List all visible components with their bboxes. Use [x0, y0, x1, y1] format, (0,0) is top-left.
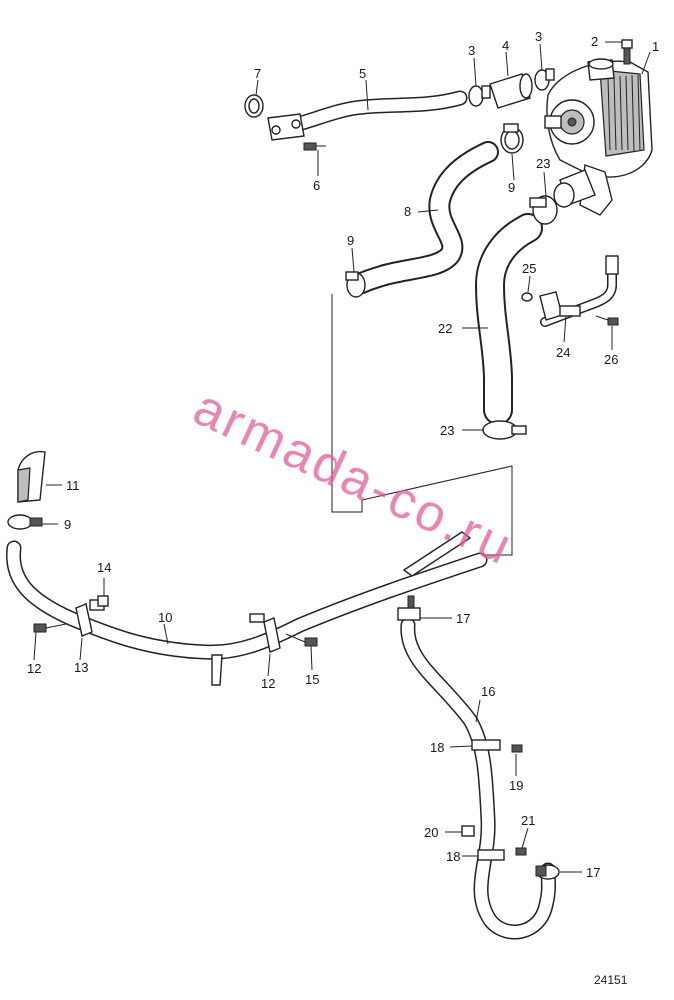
callout-16: 16: [481, 684, 495, 699]
clamp-17b: [535, 864, 560, 880]
callout-20: 20: [424, 825, 438, 840]
callout-22: 22: [438, 321, 452, 336]
leader-frame: [331, 294, 513, 556]
washer-25: [521, 292, 533, 302]
callout-2: 2: [591, 34, 598, 49]
callout-3a: 3: [468, 43, 475, 58]
bolt-12a: [33, 623, 67, 633]
callout-23a: 23: [536, 156, 550, 171]
clamp-18a: [471, 739, 501, 751]
clamp-9a: [500, 123, 524, 154]
callout-17b: 17: [586, 865, 600, 880]
callout-13: 13: [74, 660, 88, 675]
callout-3b: 3: [535, 29, 542, 44]
bolt-26: [595, 315, 619, 326]
callout-23b: 23: [440, 423, 454, 438]
callout-18b: 18: [446, 849, 460, 864]
hose-22: [475, 213, 543, 425]
callout-8: 8: [404, 204, 411, 219]
callout-10: 10: [158, 610, 172, 625]
tailpipe-11: [17, 450, 46, 503]
clamp-3b: [534, 68, 555, 91]
callout-5: 5: [359, 66, 366, 81]
hose-5: [275, 90, 468, 136]
bolt-6: [303, 142, 326, 151]
watermark: armada-co.ru: [185, 378, 522, 576]
bolt-2: [621, 39, 633, 65]
figure-number: 24151: [594, 973, 628, 987]
compressor-1: [544, 58, 653, 216]
nut-14: [97, 595, 109, 607]
hose-16: [400, 617, 556, 940]
callout-17a: 17: [456, 611, 470, 626]
callout-12b: 12: [261, 676, 275, 691]
pipe-24: [539, 255, 619, 327]
callout-21: 21: [521, 813, 535, 828]
callout-6: 6: [313, 178, 320, 193]
callout-4: 4: [502, 38, 509, 53]
callout-15: 15: [305, 672, 319, 687]
clamp-3a: [468, 85, 491, 107]
clamp-17a: [397, 595, 421, 621]
callout-11: 11: [66, 478, 80, 493]
callout-9b: 9: [347, 233, 354, 248]
callout-14: 14: [97, 560, 111, 575]
callout-9a: 9: [508, 180, 515, 195]
nut-20: [461, 825, 475, 837]
clamp-18b: [477, 849, 505, 861]
callout-24: 24: [556, 345, 570, 360]
callout-leaders: [33, 41, 651, 873]
coupling-4: [489, 73, 533, 109]
clamp-9b: [345, 271, 366, 298]
callout-12a: 12: [27, 661, 41, 676]
callout-18a: 18: [430, 740, 444, 755]
clamp-12b: [249, 613, 281, 653]
pipe-10: [6, 540, 488, 660]
hose-8: [351, 141, 499, 294]
callout-7: 7: [254, 66, 261, 81]
callout-1: 1: [652, 39, 659, 54]
bolt-15: [285, 633, 318, 647]
clamp-9c: [7, 514, 43, 530]
bolt-19: [511, 744, 523, 753]
bolt-21: [515, 847, 527, 856]
clamp-23a: [529, 195, 558, 225]
pipe-bracket: [211, 531, 472, 686]
callout-26: 26: [604, 352, 618, 367]
clamp-23b: [482, 420, 527, 440]
callout-25: 25: [522, 261, 536, 276]
callout-19: 19: [509, 778, 523, 793]
callout-labels: 1 2 3 3 4 5 6 7 8 9 9 9 10 11 12 12 13 1…: [27, 29, 659, 880]
o-ring-7: [244, 94, 264, 118]
flange-elbow: [267, 113, 305, 141]
callout-9c: 9: [64, 517, 71, 532]
